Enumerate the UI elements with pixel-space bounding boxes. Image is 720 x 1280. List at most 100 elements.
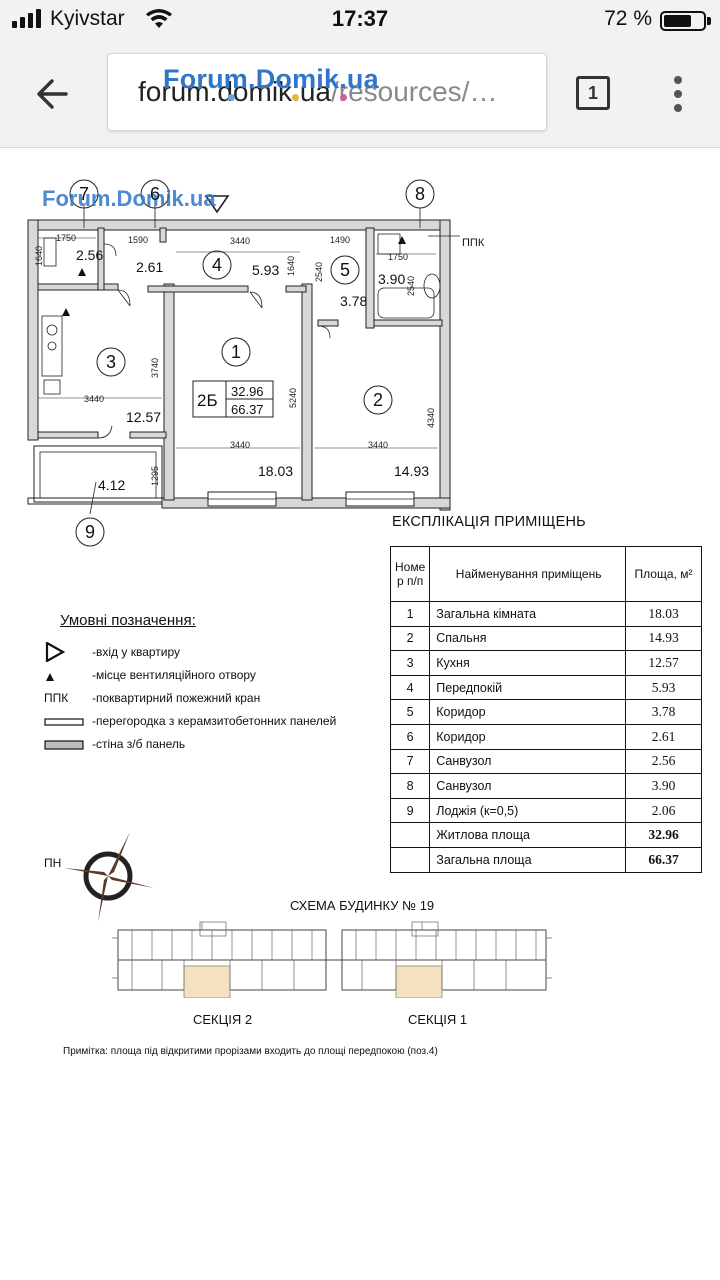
row-area: 5.93 [625,674,702,701]
row-name: Спальня [429,625,626,652]
legend-title: Умовні позначення: [60,612,196,629]
room-number-8: 8 [415,184,425,204]
battery-cap [707,17,711,25]
carrier-name: Kyivstar [50,7,125,30]
vent-icon [78,268,86,276]
row-name: Лоджія (к=0,5) [429,797,626,824]
dimension-label: 3740 [150,358,160,378]
row-num: 5 [389,699,431,725]
room-area-8: 3.90 [378,271,405,287]
room-number-3: 3 [106,352,116,372]
dimension-label: 1640 [286,256,296,276]
apartment-total-area: 66.37 [231,402,264,417]
wall-symbol [44,740,84,750]
row-num: 9 [389,797,431,824]
dimension-label: 2540 [314,262,324,282]
dimension-label: 1750 [56,233,76,243]
entrance-triangle-icon [45,642,66,662]
explication-title: ЕКСПЛІКАЦІЯ ПРИМІЩЕНЬ [392,514,586,530]
room-area-1: 18.03 [258,463,293,479]
vent-icon [62,308,70,316]
ppk-label: ППК [462,237,485,249]
section-1-label: СЕКЦІЯ 1 [408,1012,468,1027]
room-area-6: 2.61 [136,259,163,275]
status-bar: Kyivstar 17:37 72 % [0,0,720,40]
room-number-4: 4 [212,255,222,275]
row-num: 3 [389,650,431,676]
compass-icon [64,832,154,922]
battery-icon [660,11,706,31]
plan-watermark: Forum.Domik.ua [42,186,216,211]
row-num: 7 [389,748,431,775]
row-area: 2.61 [625,723,702,750]
row-area: 18.03 [625,601,702,627]
row-name: Санвузол [429,748,626,775]
room-area-7: 2.56 [76,247,103,263]
back-arrow-icon[interactable] [30,70,78,118]
dimension-label: 3440 [84,394,104,404]
room-number-5: 5 [340,260,350,280]
living-area-label: Житлова площа [429,822,626,848]
more-vert-icon[interactable] [664,74,694,114]
row-name: Кухня [429,650,626,676]
url-text[interactable]: forum.domik.ua/resources/… [138,76,498,107]
dimension-label: 1490 [330,235,350,245]
row-area: 3.90 [625,773,702,799]
table-header-row: Номе р п/п Найменування приміщень Площа,… [389,546,702,602]
row-area: 3.78 [625,699,702,725]
header-num: Номе р п/п [389,546,431,602]
vent-icon [46,673,54,681]
room-area-5: 3.78 [340,293,367,309]
room-number-1: 1 [231,342,241,362]
page-content: Forum.Domik.ua 7 6 8 4 5 3 1 2 9 2.56 2.… [0,148,720,1280]
row-num: 4 [389,674,431,701]
row-num: 2 [389,625,431,652]
row-num: 1 [389,601,431,627]
room-area-2: 14.93 [394,463,429,479]
row-name: Передпокій [429,674,626,701]
apartment-type: 2Б [197,391,218,410]
total-area-label: Загальна площа [429,846,626,873]
tabs-button[interactable]: 1 [576,76,610,110]
dimension-label: 2540 [406,276,416,296]
scheme-title: СХЕМА БУДИНКУ № 19 [290,898,435,913]
dimension-label: 1590 [128,235,148,245]
room-number-9: 9 [85,522,95,542]
row-num: 6 [389,723,431,750]
row-num: 8 [389,773,431,799]
browser-toolbar: forum.domik.ua/resources/… Forum.Domik.u… [0,40,720,148]
vent-icon [398,236,406,244]
battery-percent: 72 % [604,7,652,30]
dimension-label: 3440 [368,440,388,450]
row-area: 2.56 [625,748,702,775]
room-number-2: 2 [373,390,383,410]
apartment-living-area: 32.96 [231,384,264,399]
wifi-icon [146,9,172,28]
entrance-triangle-icon [204,195,230,214]
watermark-logo: Forum.Domik.ua [163,64,379,94]
dimension-label: 4340 [426,408,436,428]
dimension-label: 3440 [230,236,250,246]
room-number-6: 6 [150,184,160,204]
room-number-7: 7 [79,184,89,204]
living-area-value: 32.96 [625,822,702,848]
dimension-label: 1640 [34,246,44,266]
header-name: Найменування приміщень [429,546,626,602]
explication-table: Номе р п/п Найменування приміщень Площа,… [389,546,702,873]
address-bar[interactable]: forum.domik.ua/resources/… Forum.Domik.u… [107,53,547,131]
room-area-3: 12.57 [126,409,161,425]
row-name: Коридор [429,723,626,750]
row-name: Загальна кімната [429,601,626,627]
dimension-label: 1750 [388,252,408,262]
dimension-label: 1295 [150,466,160,486]
